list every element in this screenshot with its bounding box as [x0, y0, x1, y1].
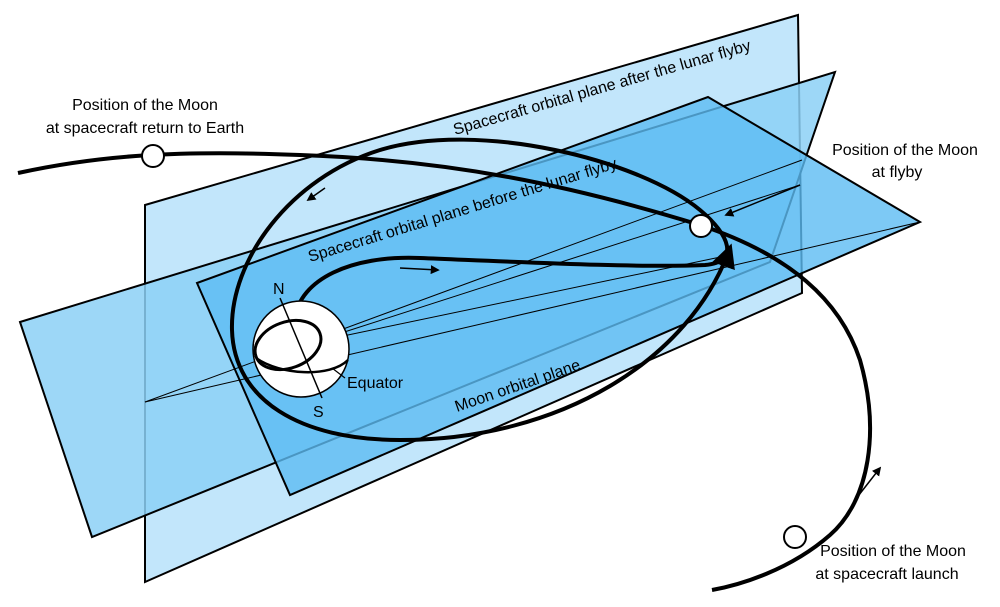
pole-north-label: N: [273, 281, 285, 298]
moon-position-flyby: [689, 214, 713, 238]
moon-return-label-line1: Position of the Moon: [72, 97, 218, 114]
moon-launch-label-line1: Position of the Moon: [820, 543, 966, 560]
moon-flyby-label-line1: Position of the Moon: [832, 142, 978, 159]
pole-south-label: S: [313, 404, 324, 421]
moon-return-label-line2: at spacecraft return to Earth: [46, 120, 244, 137]
earth: [252, 297, 350, 399]
equator-label: Equator: [347, 375, 404, 392]
earth-axis: [279, 297, 323, 399]
earth-equator-line: [255, 356, 349, 374]
arrow-mid: [399, 265, 440, 275]
moon-launch-label-line2: at spacecraft launch: [815, 566, 958, 583]
moon-position-return: [141, 144, 165, 168]
moon-position-launch: [783, 525, 807, 549]
equator-pointer: [331, 367, 346, 379]
moon-orbit-path: [17, 151, 872, 592]
arrow-upper-left: [306, 187, 326, 202]
spacecraft-trajectory: [229, 137, 735, 443]
moon-flyby-label-line2: at flyby: [872, 164, 923, 181]
arrow-flyby-pointer: [724, 184, 801, 217]
arrow-lower-right: [854, 466, 882, 501]
direction-arrows: [306, 184, 882, 501]
